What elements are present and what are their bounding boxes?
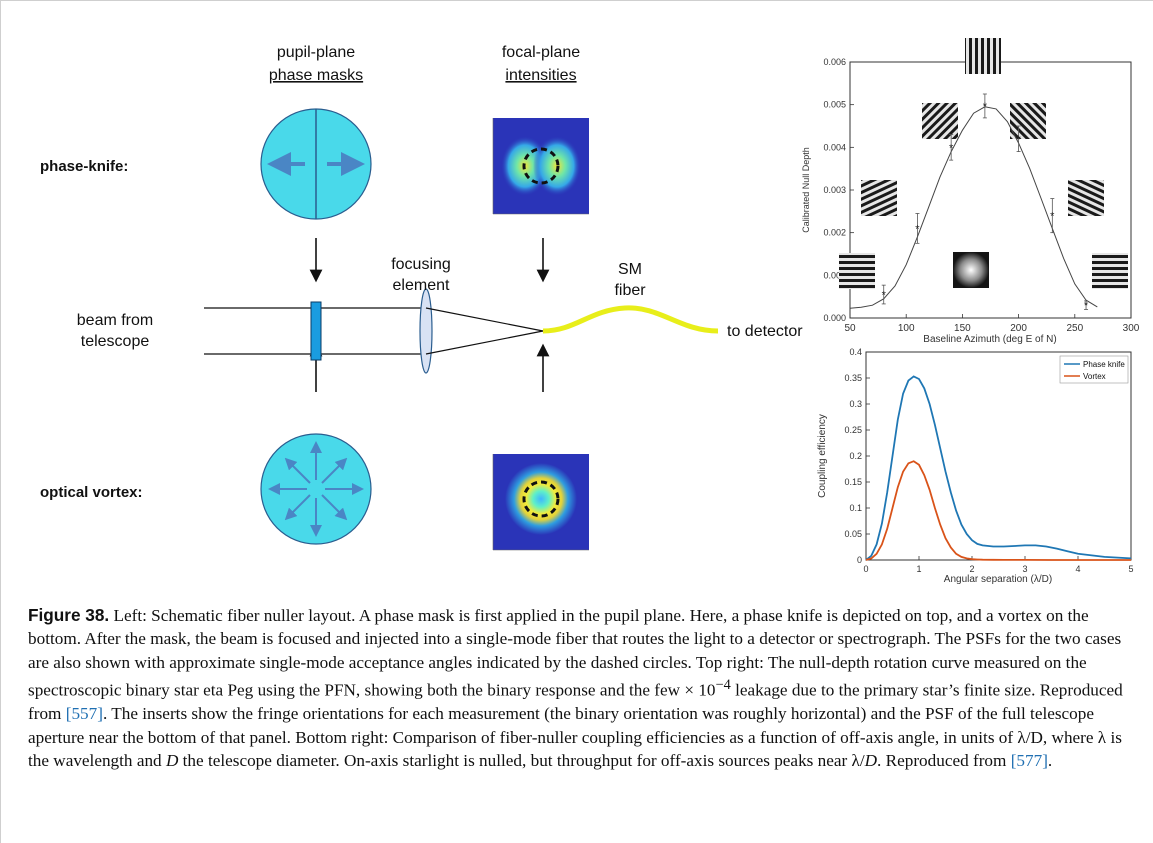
fringe-insert [861,180,897,216]
x-tick-label: 4 [1075,564,1080,574]
data-point: * [882,290,887,302]
fringe-inserts [839,38,1128,289]
y-tick-label: 0.05 [844,529,862,539]
col2-heading-line2: intensities [505,67,576,84]
fringe-insert [922,103,958,139]
detector-label: to detector [727,323,803,340]
fit-curve [849,106,1098,309]
legend-label-phase-knife: Phase knife [1083,360,1125,369]
phase-plate [310,301,322,361]
y-tick-label: 0.35 [844,373,862,383]
y-tick-label: 0.004 [823,142,846,152]
y-tick-label: 0.002 [823,228,846,238]
x-tick-label: 150 [954,323,971,334]
caption-symbol: D [864,751,878,771]
x-tick-label: 50 [844,323,856,334]
data-point: * [983,101,988,113]
phase-knife-mask [260,108,372,220]
reference-link[interactable]: [557] [65,704,103,724]
caption-text: the telescope diameter. On-axis starligh… [178,751,865,771]
col1-heading-line2: phase masks [269,67,363,84]
y-tick-label: 0.1 [849,503,862,513]
focusing-label-line1: focusing [391,256,451,273]
x-tick-label: 0 [863,564,868,574]
page-border-left [0,0,1,843]
figure-panel: pupil-plane phase masks focal-plane inte… [40,38,1140,585]
caption-label: Figure 38. [28,605,110,625]
sm-label-line1: SM [618,261,642,278]
beam-label-line1: beam from [77,312,153,329]
x-tick-label: 2 [969,564,974,574]
sm-fiber [542,305,719,334]
legend-label-vortex: Vortex [1083,372,1106,381]
row-label-phase-knife: phase-knife: [40,158,128,175]
fringe-insert [1068,180,1104,216]
y-axis-label: Calibrated Null Depth [801,147,811,233]
x-axis-label: Angular separation (λ/D) [944,574,1052,585]
y-tick-label: 0.001 [823,270,846,280]
x-tick-label: 3 [1022,564,1027,574]
figure-caption: Figure 38. Left: Schematic fiber nuller … [28,604,1128,773]
caption-text: . Reproduced from [877,751,1011,771]
focusing-label-line2: element [393,277,450,294]
data-point: * [949,142,954,154]
caption-exponent: −4 [715,677,731,694]
y-tick-label: 0.2 [849,451,862,461]
fringe-insert [1092,253,1128,289]
optical-vortex-mask [260,433,372,545]
x-tick-label: 200 [1010,323,1027,334]
series-line-phase-knife [865,375,1132,561]
series-line-vortex [865,460,1131,561]
data-point: * [1084,300,1089,312]
y-tick-label: 0.3 [849,399,862,409]
caption-symbol: D [165,751,179,771]
null-depth-chart: 50 100 150 200 250 300 0.000 0.001 0.002 0.003 0.0… [801,38,1140,345]
row-label-optical-vortex: optical vortex: [40,484,143,501]
data-point: * [915,223,920,235]
focusing-lens [419,288,433,374]
schematic: pupil-plane phase masks focal-plane inte… [40,44,803,551]
beam-label-line2: telescope [81,333,150,350]
radial-arrows-icon [268,441,364,537]
caption-text: leakage due to the primary star’s finite… [28,680,1123,724]
caption-text: . [1047,751,1053,771]
data-point: * [1050,211,1055,223]
fringe-insert [839,253,875,289]
caption-text: Left: Schematic fiber nuller layout. A p… [28,606,1122,700]
y-axis-label: Coupling efficiency [817,414,828,498]
x-tick-label: 250 [1066,323,1083,334]
x-tick-label: 5 [1128,564,1133,574]
y-tick-label: 0.25 [844,425,862,435]
caption-text: . The inserts show the fringe orientatio… [28,704,1122,771]
x-tick-label: 1 [916,564,921,574]
x-tick-label: 300 [1123,323,1140,334]
fringe-insert [1010,103,1046,139]
col2-heading-line1: focal-plane [502,44,580,61]
y-tick-label: 0.4 [849,347,862,357]
fringe-insert [965,38,1001,74]
y-tick-label: 0.003 [823,185,846,195]
y-tick-label: 0.000 [823,313,846,323]
psf-phase-knife [492,118,589,215]
y-tick-label: 0.15 [844,477,862,487]
y-tick-label: 0.006 [823,57,846,67]
data-point: * [1016,134,1021,146]
y-tick-label: 0.005 [823,100,846,110]
psf-full-aperture [953,252,989,288]
x-axis-label: Baseline Azimuth (deg E of N) [923,334,1056,345]
reference-link[interactable]: [577] [1010,751,1048,771]
coupling-efficiency-chart: 0 1 2 3 4 5 0 0.05 0.1 0.15 0.2 0.25 0.3 0.35 0.4 Angu… [817,347,1134,585]
x-tick-label: 100 [898,323,915,334]
page-border-top [0,0,1153,1]
y-tick-label: 0 [857,555,862,565]
col1-heading-line1: pupil-plane [277,44,355,61]
sm-label-line2: fiber [614,282,646,299]
legend: Phase knife Vortex [1059,355,1129,384]
psf-vortex [492,454,589,551]
